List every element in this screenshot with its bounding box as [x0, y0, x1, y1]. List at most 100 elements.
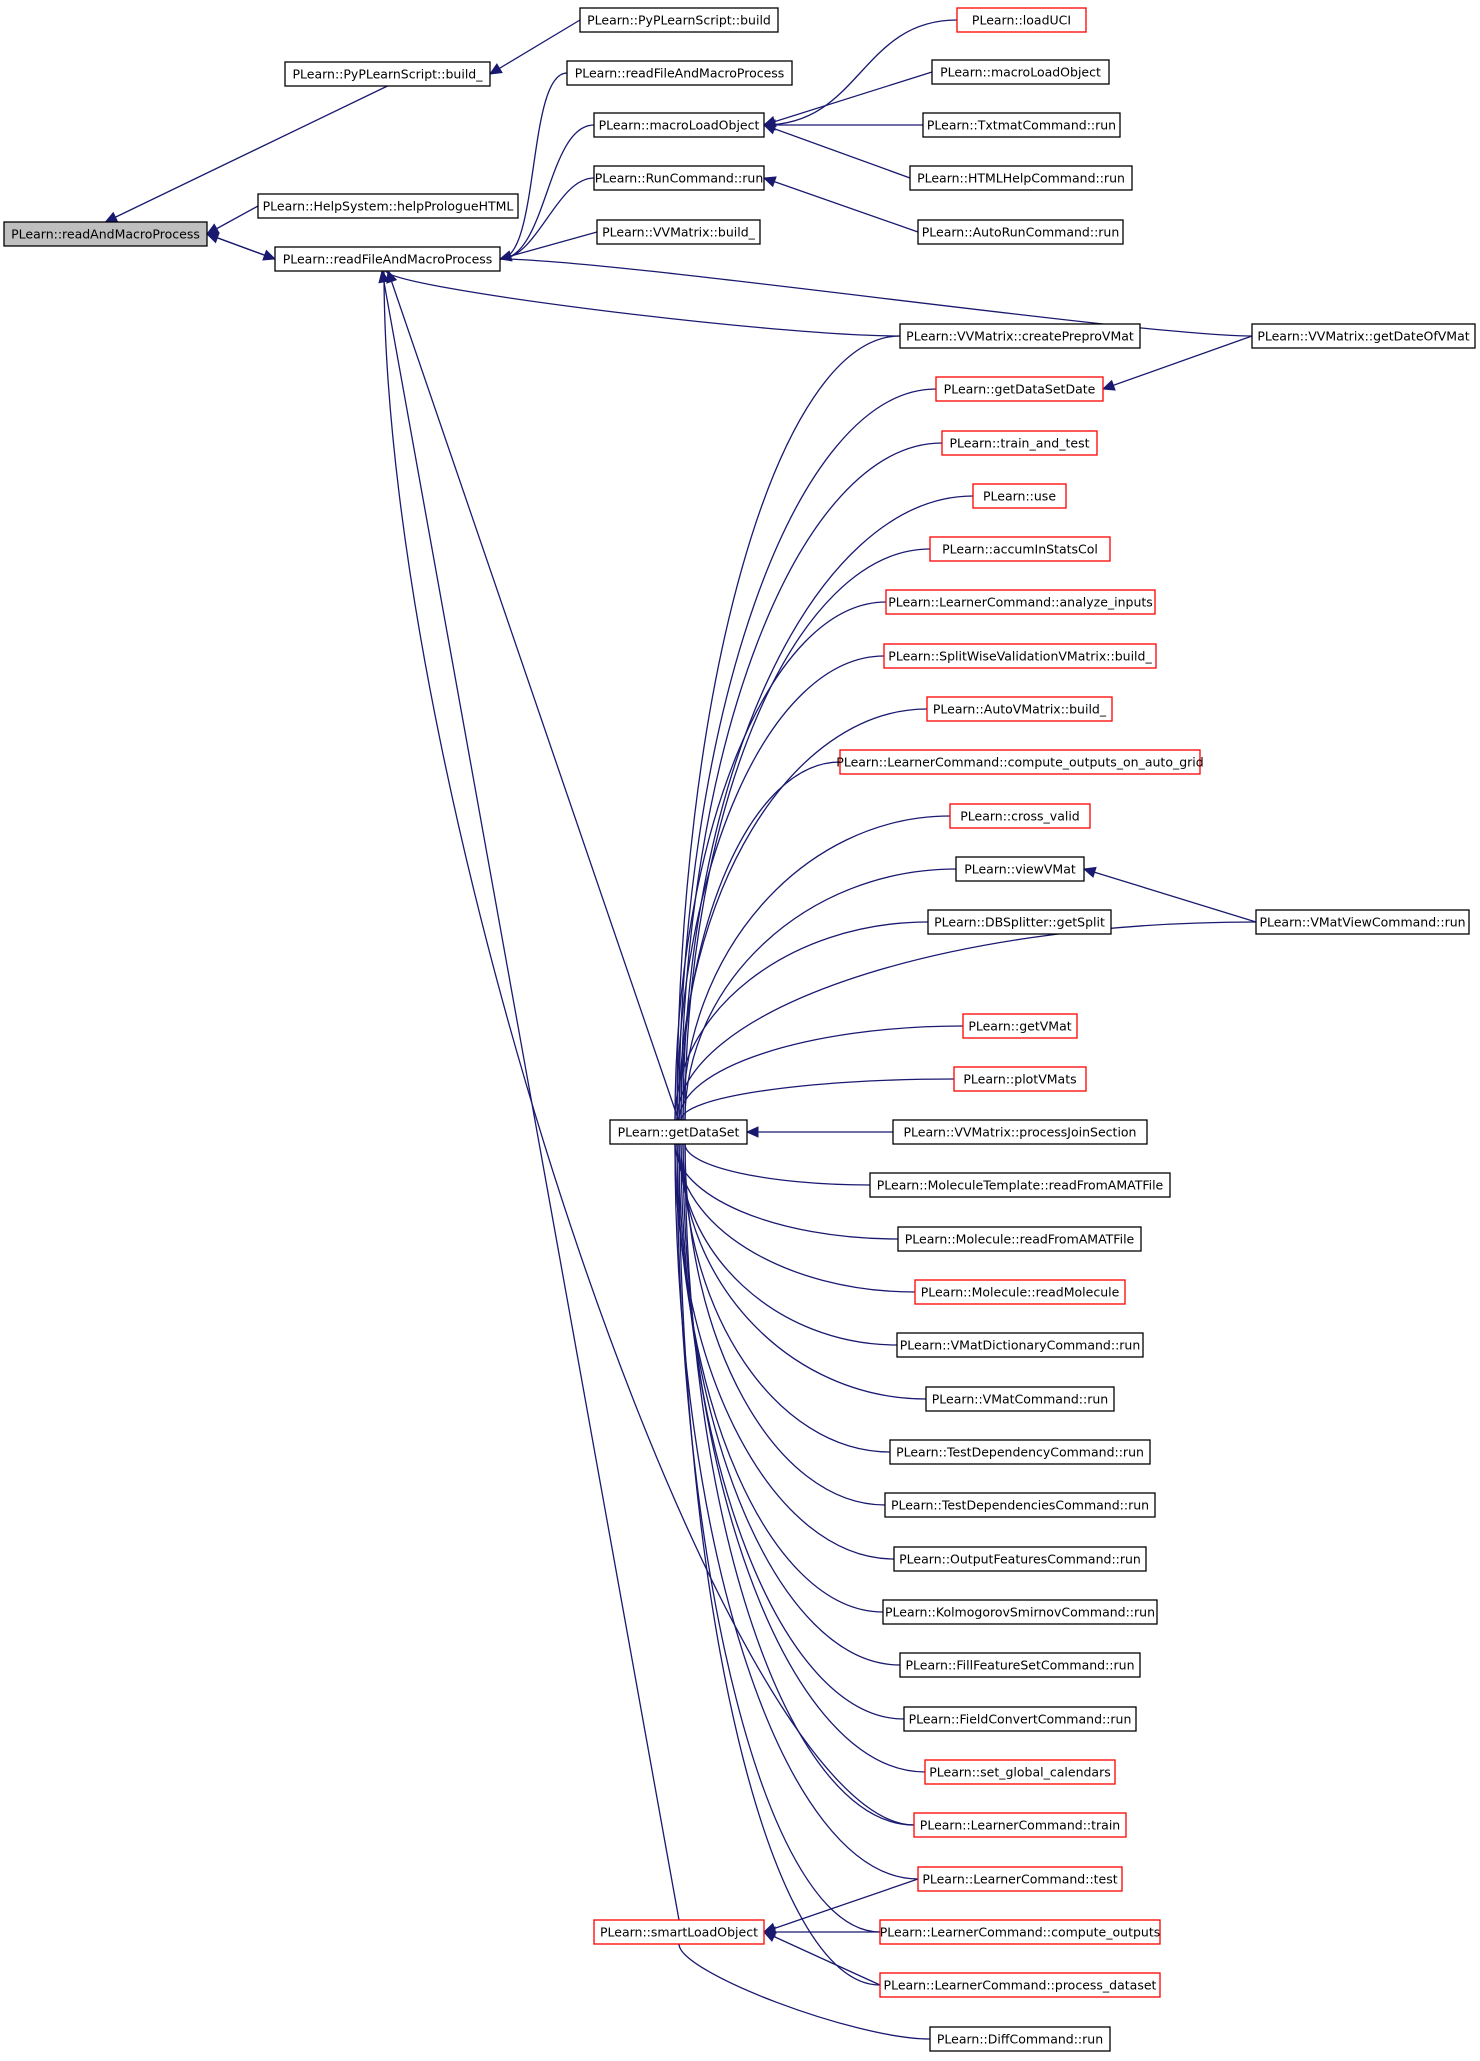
node-lc-process-dataset[interactable]: PLearn::LearnerCommand::process_dataset — [879, 1972, 1161, 1998]
call-edge — [383, 270, 915, 1826]
node-auto-run-run[interactable]: PLearn::AutoRunCommand::run — [917, 219, 1124, 245]
node-cross-valid[interactable]: PLearn::cross_valid — [949, 803, 1091, 829]
node-output-feat-run[interactable]: PLearn::OutputFeaturesCommand::run — [893, 1546, 1147, 1572]
node-read-file-and-macro-process[interactable]: PLearn::readFileAndMacroProcess — [274, 246, 501, 272]
call-edge — [499, 231, 598, 260]
node-test-deps-run[interactable]: PLearn::TestDependenciesCommand::run — [884, 1492, 1156, 1518]
call-edge — [499, 72, 568, 260]
node-box — [899, 323, 1141, 349]
node-box — [596, 219, 761, 245]
node-label: PLearn::getDataSet — [618, 1125, 740, 1140]
node-label: PLearn::smartLoadObject — [600, 1925, 758, 1940]
node-lc-compute-outputs[interactable]: PLearn::LearnerCommand::compute_outputs — [879, 1919, 1161, 1945]
node-auto-v-mat-build[interactable]: PLearn::AutoVMatrix::build_ — [926, 696, 1113, 722]
node-lc-train[interactable]: PLearn::LearnerCommand::train — [913, 1812, 1127, 1838]
node-vmat-dict-run[interactable]: PLearn::VMatDictionaryCommand::run — [896, 1332, 1144, 1358]
node-db-get-split[interactable]: PLearn::DBSplitter::getSplit — [927, 909, 1112, 935]
node-read-file-and-macro-process2[interactable]: PLearn::readFileAndMacroProcess — [566, 60, 793, 86]
node-label: PLearn::viewVMat — [964, 862, 1076, 877]
node-compute-outputs-grid[interactable]: PLearn::LearnerCommand::compute_outputs_… — [836, 749, 1204, 775]
node-create-prepro-v-mat[interactable]: PLearn::VVMatrix::createPreproVMat — [899, 323, 1141, 349]
arrowhead — [205, 223, 220, 235]
node-plot-v-mats[interactable]: PLearn::plotVMats — [953, 1066, 1087, 1092]
call-edge — [682, 1143, 891, 1453]
node-set-global-cal[interactable]: PLearn::set_global_calendars — [924, 1759, 1116, 1785]
node-run-command-run[interactable]: PLearn::RunCommand::run — [593, 165, 765, 191]
node-label: PLearn::plotVMats — [963, 1072, 1076, 1087]
node-label: PLearn::macroLoadObject — [599, 118, 760, 133]
node-label: PLearn::SplitWiseValidationVMatrix::buil… — [888, 649, 1152, 664]
node-vmat-cmd-run[interactable]: PLearn::VMatCommand::run — [925, 1386, 1115, 1412]
node-py-build[interactable]: PLearn::PyPLearnScript::build_ — [284, 61, 491, 87]
node-box — [879, 1972, 1161, 1998]
node-use[interactable]: PLearn::use — [972, 483, 1067, 509]
node-read-and-macro-process[interactable]: PLearn::readAndMacroProcess — [3, 221, 208, 247]
call-edge — [385, 270, 901, 337]
node-label: PLearn::RunCommand::run — [595, 171, 764, 186]
node-train-and-test[interactable]: PLearn::train_and_test — [941, 430, 1098, 456]
node-test-dep-run[interactable]: PLearn::TestDependencyCommand::run — [889, 1439, 1151, 1465]
node-label: PLearn::getVMat — [968, 1019, 1071, 1034]
node-label: PLearn::FillFeatureSetCommand::run — [905, 1658, 1134, 1673]
call-edge — [499, 124, 595, 260]
call-edge — [682, 495, 974, 1121]
node-label: PLearn::OutputFeaturesCommand::run — [899, 1552, 1141, 1567]
node-mol-read-a-m-a-t[interactable]: PLearn::Molecule::readFromAMATFile — [897, 1226, 1142, 1252]
call-edge — [680, 1078, 955, 1121]
node-vmat-view-run[interactable]: PLearn::VMatViewCommand::run — [1255, 909, 1470, 935]
node-fill-feature-run[interactable]: PLearn::FillFeatureSetCommand::run — [899, 1652, 1141, 1678]
node-split-wise-build[interactable]: PLearn::SplitWiseValidationVMatrix::buil… — [883, 643, 1157, 669]
arrowhead — [762, 176, 777, 188]
call-edge — [680, 442, 943, 1121]
node-get-date-of-v-mat[interactable]: PLearn::VVMatrix::getDateOfVMat — [1251, 323, 1476, 349]
node-label: PLearn::KolmogorovSmirnovCommand::run — [885, 1605, 1155, 1620]
call-edge — [1083, 868, 1257, 923]
node-label: PLearn::VMatViewCommand::run — [1259, 915, 1465, 930]
node-view-v-mat[interactable]: PLearn::viewVMat — [955, 856, 1085, 882]
node-box — [927, 909, 1112, 935]
node-get-data-set-date[interactable]: PLearn::getDataSetDate — [935, 376, 1104, 402]
node-label: PLearn::LearnerCommand::analyze_inputs — [888, 595, 1153, 610]
arrowhead — [386, 269, 398, 284]
node-field-convert-run[interactable]: PLearn::FieldConvertCommand::run — [903, 1706, 1137, 1732]
node-label: PLearn::DiffCommand::run — [937, 2032, 1103, 2047]
node-help-prologue[interactable]: PLearn::HelpSystem::helpPrologueHTML — [257, 193, 519, 219]
node-load-u-c-i[interactable]: PLearn::loadUCI — [956, 7, 1087, 33]
node-box — [284, 61, 491, 87]
node-box — [917, 219, 1124, 245]
node-smart-load-object[interactable]: PLearn::smartLoadObject — [593, 1919, 765, 1945]
node-label: PLearn::readFileAndMacroProcess — [575, 66, 785, 81]
node-box — [593, 112, 765, 138]
node-read-molecule[interactable]: PLearn::Molecule::readMolecule — [914, 1279, 1126, 1305]
node-kolmogorov-run[interactable]: PLearn::KolmogorovSmirnovCommand::run — [882, 1599, 1158, 1625]
call-edge — [206, 233, 276, 260]
node-txtmat-run[interactable]: PLearn::TxtmatCommand::run — [922, 112, 1121, 138]
node-label: PLearn::readFileAndMacroProcess — [283, 252, 493, 267]
node-analyze-inputs[interactable]: PLearn::LearnerCommand::analyze_inputs — [885, 589, 1156, 615]
call-edge — [678, 1943, 931, 2040]
node-lc-test[interactable]: PLearn::LearnerCommand::test — [917, 1866, 1123, 1892]
node-get-v-mat[interactable]: PLearn::getVMat — [962, 1013, 1078, 1039]
node-accum-in-stats-col[interactable]: PLearn::accumInStatsCol — [929, 536, 1111, 562]
node-label: PLearn::PyPLearnScript::build_ — [293, 67, 484, 82]
node-process-join-section[interactable]: PLearn::VVMatrix::processJoinSection — [892, 1119, 1148, 1145]
node-box — [962, 1013, 1078, 1039]
arrowhead — [104, 211, 119, 223]
node-macro-load-object[interactable]: PLearn::macroLoadObject — [593, 112, 765, 138]
node-box — [972, 483, 1067, 509]
node-mol-template-read[interactable]: PLearn::MoleculeTemplate::readFromAMATFi… — [869, 1172, 1171, 1198]
node-label: PLearn::VVMatrix::getDateOfVMat — [1257, 329, 1469, 344]
node-vv-build[interactable]: PLearn::VVMatrix::build_ — [596, 219, 761, 245]
node-diff-run[interactable]: PLearn::DiffCommand::run — [929, 2026, 1111, 2052]
call-edge — [674, 1143, 899, 1240]
node-label: PLearn::VVMatrix::createPreproVMat — [906, 329, 1134, 344]
node-html-help-run[interactable]: PLearn::HTMLHelpCommand::run — [909, 165, 1133, 191]
node-macro-load-object2[interactable]: PLearn::macroLoadObject — [931, 59, 1110, 85]
node-box — [903, 1706, 1137, 1732]
node-get-data-set[interactable]: PLearn::getDataSet — [609, 1119, 748, 1145]
node-label: PLearn::getDataSetDate — [944, 382, 1096, 397]
edge-layer — [104, 19, 1257, 2040]
node-box — [1251, 323, 1476, 349]
node-label: PLearn::Molecule::readFromAMATFile — [905, 1232, 1135, 1247]
node-py-build[interactable]: PLearn::PyPLearnScript::build — [579, 7, 779, 33]
